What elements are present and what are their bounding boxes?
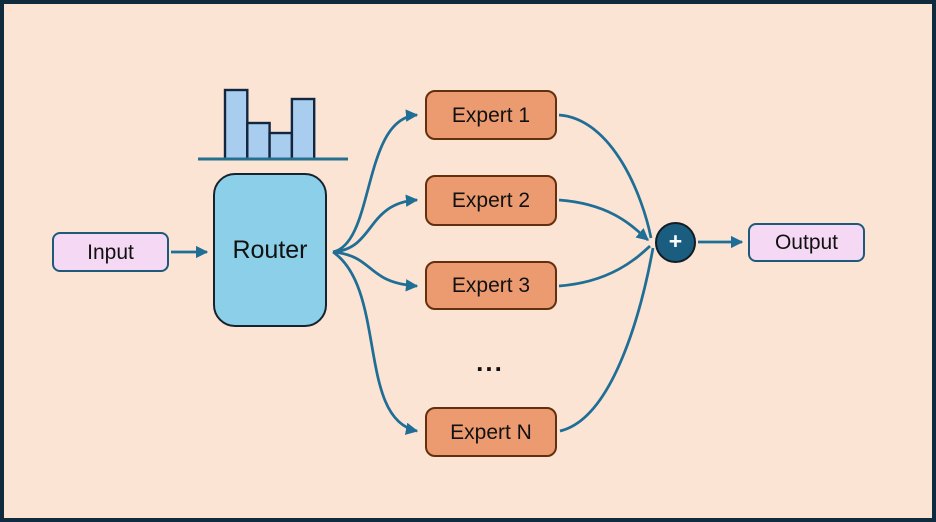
chart-bar-3 <box>268 131 294 161</box>
expert-3-label: Expert 3 <box>451 274 531 297</box>
arrow-router-to-expert-2 <box>332 194 419 254</box>
router-distribution-chart <box>198 88 348 161</box>
expert-n-label: Expert N <box>450 420 532 444</box>
chart-bar-1 <box>223 88 249 161</box>
output-label: Output <box>774 231 839 254</box>
experts-ellipsis: ... <box>476 346 504 377</box>
router-label: Router <box>232 235 308 264</box>
expert-3-node: Expert 3 <box>425 261 557 310</box>
plus-icon: + <box>668 228 683 254</box>
chart-bar-2 <box>246 121 271 161</box>
input-label: Input <box>87 240 134 264</box>
arrow-expert-1-to-sum <box>558 113 653 239</box>
router-distribution-bars <box>223 88 316 161</box>
expert-2-node: Expert 2 <box>425 175 557 226</box>
input-node: Input <box>52 232 169 272</box>
arrow-router-to-expert-n <box>332 250 419 435</box>
arrow-expert-3-to-sum <box>558 244 651 288</box>
expert-n-node: Expert N <box>425 407 557 457</box>
expert-1-node: Expert 1 <box>425 90 557 140</box>
router-node: Router <box>213 173 327 327</box>
sum-node: + <box>655 222 696 263</box>
arrow-router-to-expert-3 <box>332 250 419 292</box>
output-node: Output <box>748 223 865 262</box>
chart-bar-4 <box>290 97 316 161</box>
arrow-router-to-expert-1 <box>332 109 419 254</box>
expert-1-label: Expert 1 <box>451 103 531 127</box>
connector-layer <box>171 88 744 435</box>
arrow-expert-n-to-sum <box>559 247 655 433</box>
expert-2-label: Expert 2 <box>451 189 531 212</box>
arrow-expert-2-to-sum <box>558 198 649 242</box>
